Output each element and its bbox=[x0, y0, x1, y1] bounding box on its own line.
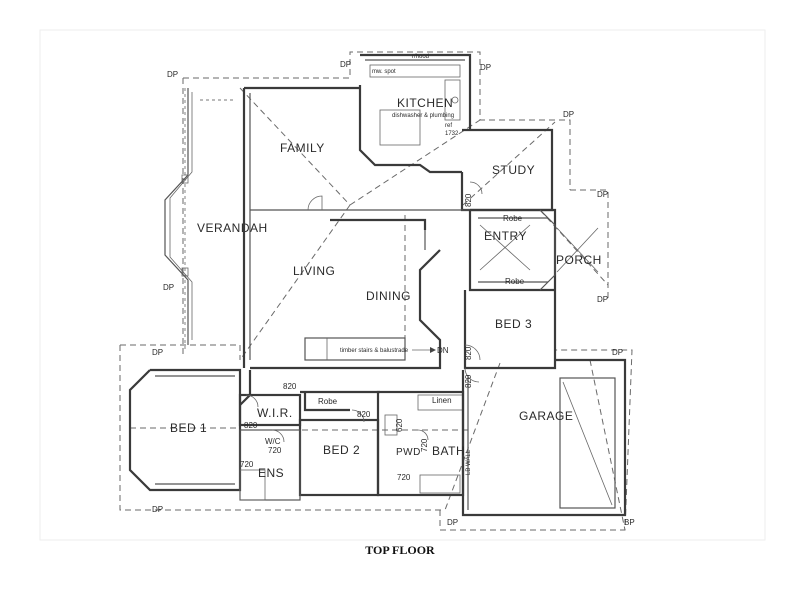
dp-marker: DP bbox=[563, 110, 574, 119]
doors bbox=[245, 181, 599, 443]
room-labels: FAMILY STUDY LIVING DINING ENTRY PORCH B… bbox=[170, 141, 602, 480]
dim-820-bed3b: 820 bbox=[464, 374, 473, 388]
dim-820-bed2: 820 bbox=[357, 410, 371, 419]
dp-marker: DP bbox=[480, 63, 491, 72]
garage-label: GARAGE bbox=[519, 409, 573, 423]
ref-dim: 1732 bbox=[445, 131, 459, 137]
dim-720-pwd: 720 bbox=[397, 473, 411, 482]
kitchen-details: r/hood mw. spot KITCHEN dishwasher & plu… bbox=[369, 54, 461, 146]
verandah-label: VERANDAH bbox=[197, 221, 268, 235]
lb-wall-note: LB WALL bbox=[466, 449, 472, 475]
porch-label: PORCH bbox=[556, 253, 602, 267]
plan-title-text: TOP FLOOR bbox=[365, 543, 435, 557]
wc-label: W/C bbox=[265, 437, 281, 446]
rhood-note: r/hood bbox=[412, 54, 429, 60]
dim-820-bed1: 820 bbox=[244, 421, 258, 430]
dim-820-study: 820 bbox=[464, 193, 473, 207]
dp-marker: DP bbox=[597, 190, 608, 199]
dim-720-bath: 720 bbox=[420, 438, 429, 452]
dp-marker: DP bbox=[597, 295, 608, 304]
dp-marker: DP bbox=[163, 283, 174, 292]
dim-820-bed3: 820 bbox=[464, 346, 473, 360]
linen-label: Linen bbox=[432, 396, 452, 405]
dimensions: 820 820 820 820 820 820 620 720 720 720 … bbox=[240, 193, 473, 482]
family-label: FAMILY bbox=[280, 141, 325, 155]
downpipe-markers: DP DP DP DP DP DP DP DP DP DP DP BP bbox=[152, 60, 635, 527]
roof-outline bbox=[119, 51, 633, 531]
dim-720-ens: 720 bbox=[240, 460, 254, 469]
dp-marker: DP bbox=[167, 70, 178, 79]
bed1-label: BED 1 bbox=[170, 421, 207, 435]
wir-label: W.I.R. bbox=[257, 406, 293, 420]
bed2-label: BED 2 bbox=[323, 443, 360, 457]
dp-marker: DP bbox=[612, 348, 623, 357]
dp-marker: DP bbox=[447, 518, 458, 527]
dim-720-wc: 720 bbox=[268, 446, 282, 455]
plan-title: TOP FLOOR bbox=[0, 543, 800, 558]
stairs-note: timber stairs & balustrade bbox=[340, 348, 409, 354]
mw-spot-note: mw. spot bbox=[372, 69, 396, 75]
pwd-label: PWD bbox=[396, 447, 421, 458]
ref-note: ref bbox=[445, 123, 452, 129]
ens-label: ENS bbox=[258, 466, 284, 480]
dn-note: DN bbox=[437, 346, 449, 355]
bp-marker: BP bbox=[624, 518, 635, 527]
entry-label: ENTRY bbox=[484, 229, 527, 243]
kitchen-note: dishwasher & plumbing bbox=[392, 113, 454, 119]
kitchen-label: KITCHEN bbox=[397, 96, 453, 110]
verandah: VERANDAH bbox=[164, 88, 268, 345]
walls bbox=[128, 53, 627, 517]
notes: timber stairs & balustrade DN LB WALL bbox=[340, 346, 472, 475]
robe-porch-label: Robe bbox=[505, 277, 525, 286]
study-label: STUDY bbox=[492, 163, 535, 177]
dp-marker: DP bbox=[152, 505, 163, 514]
robe-entry-label: Robe bbox=[503, 214, 523, 223]
dim-620: 620 bbox=[395, 418, 404, 432]
living-label: LIVING bbox=[293, 264, 335, 278]
robe-bed2-label: Robe bbox=[318, 397, 338, 406]
bed3-label: BED 3 bbox=[495, 317, 532, 331]
dp-marker: DP bbox=[340, 60, 351, 69]
dining-label: DINING bbox=[366, 289, 411, 303]
dp-marker: DP bbox=[152, 348, 163, 357]
bath-label: BATH bbox=[432, 444, 465, 458]
dim-820-wir: 820 bbox=[283, 382, 297, 391]
